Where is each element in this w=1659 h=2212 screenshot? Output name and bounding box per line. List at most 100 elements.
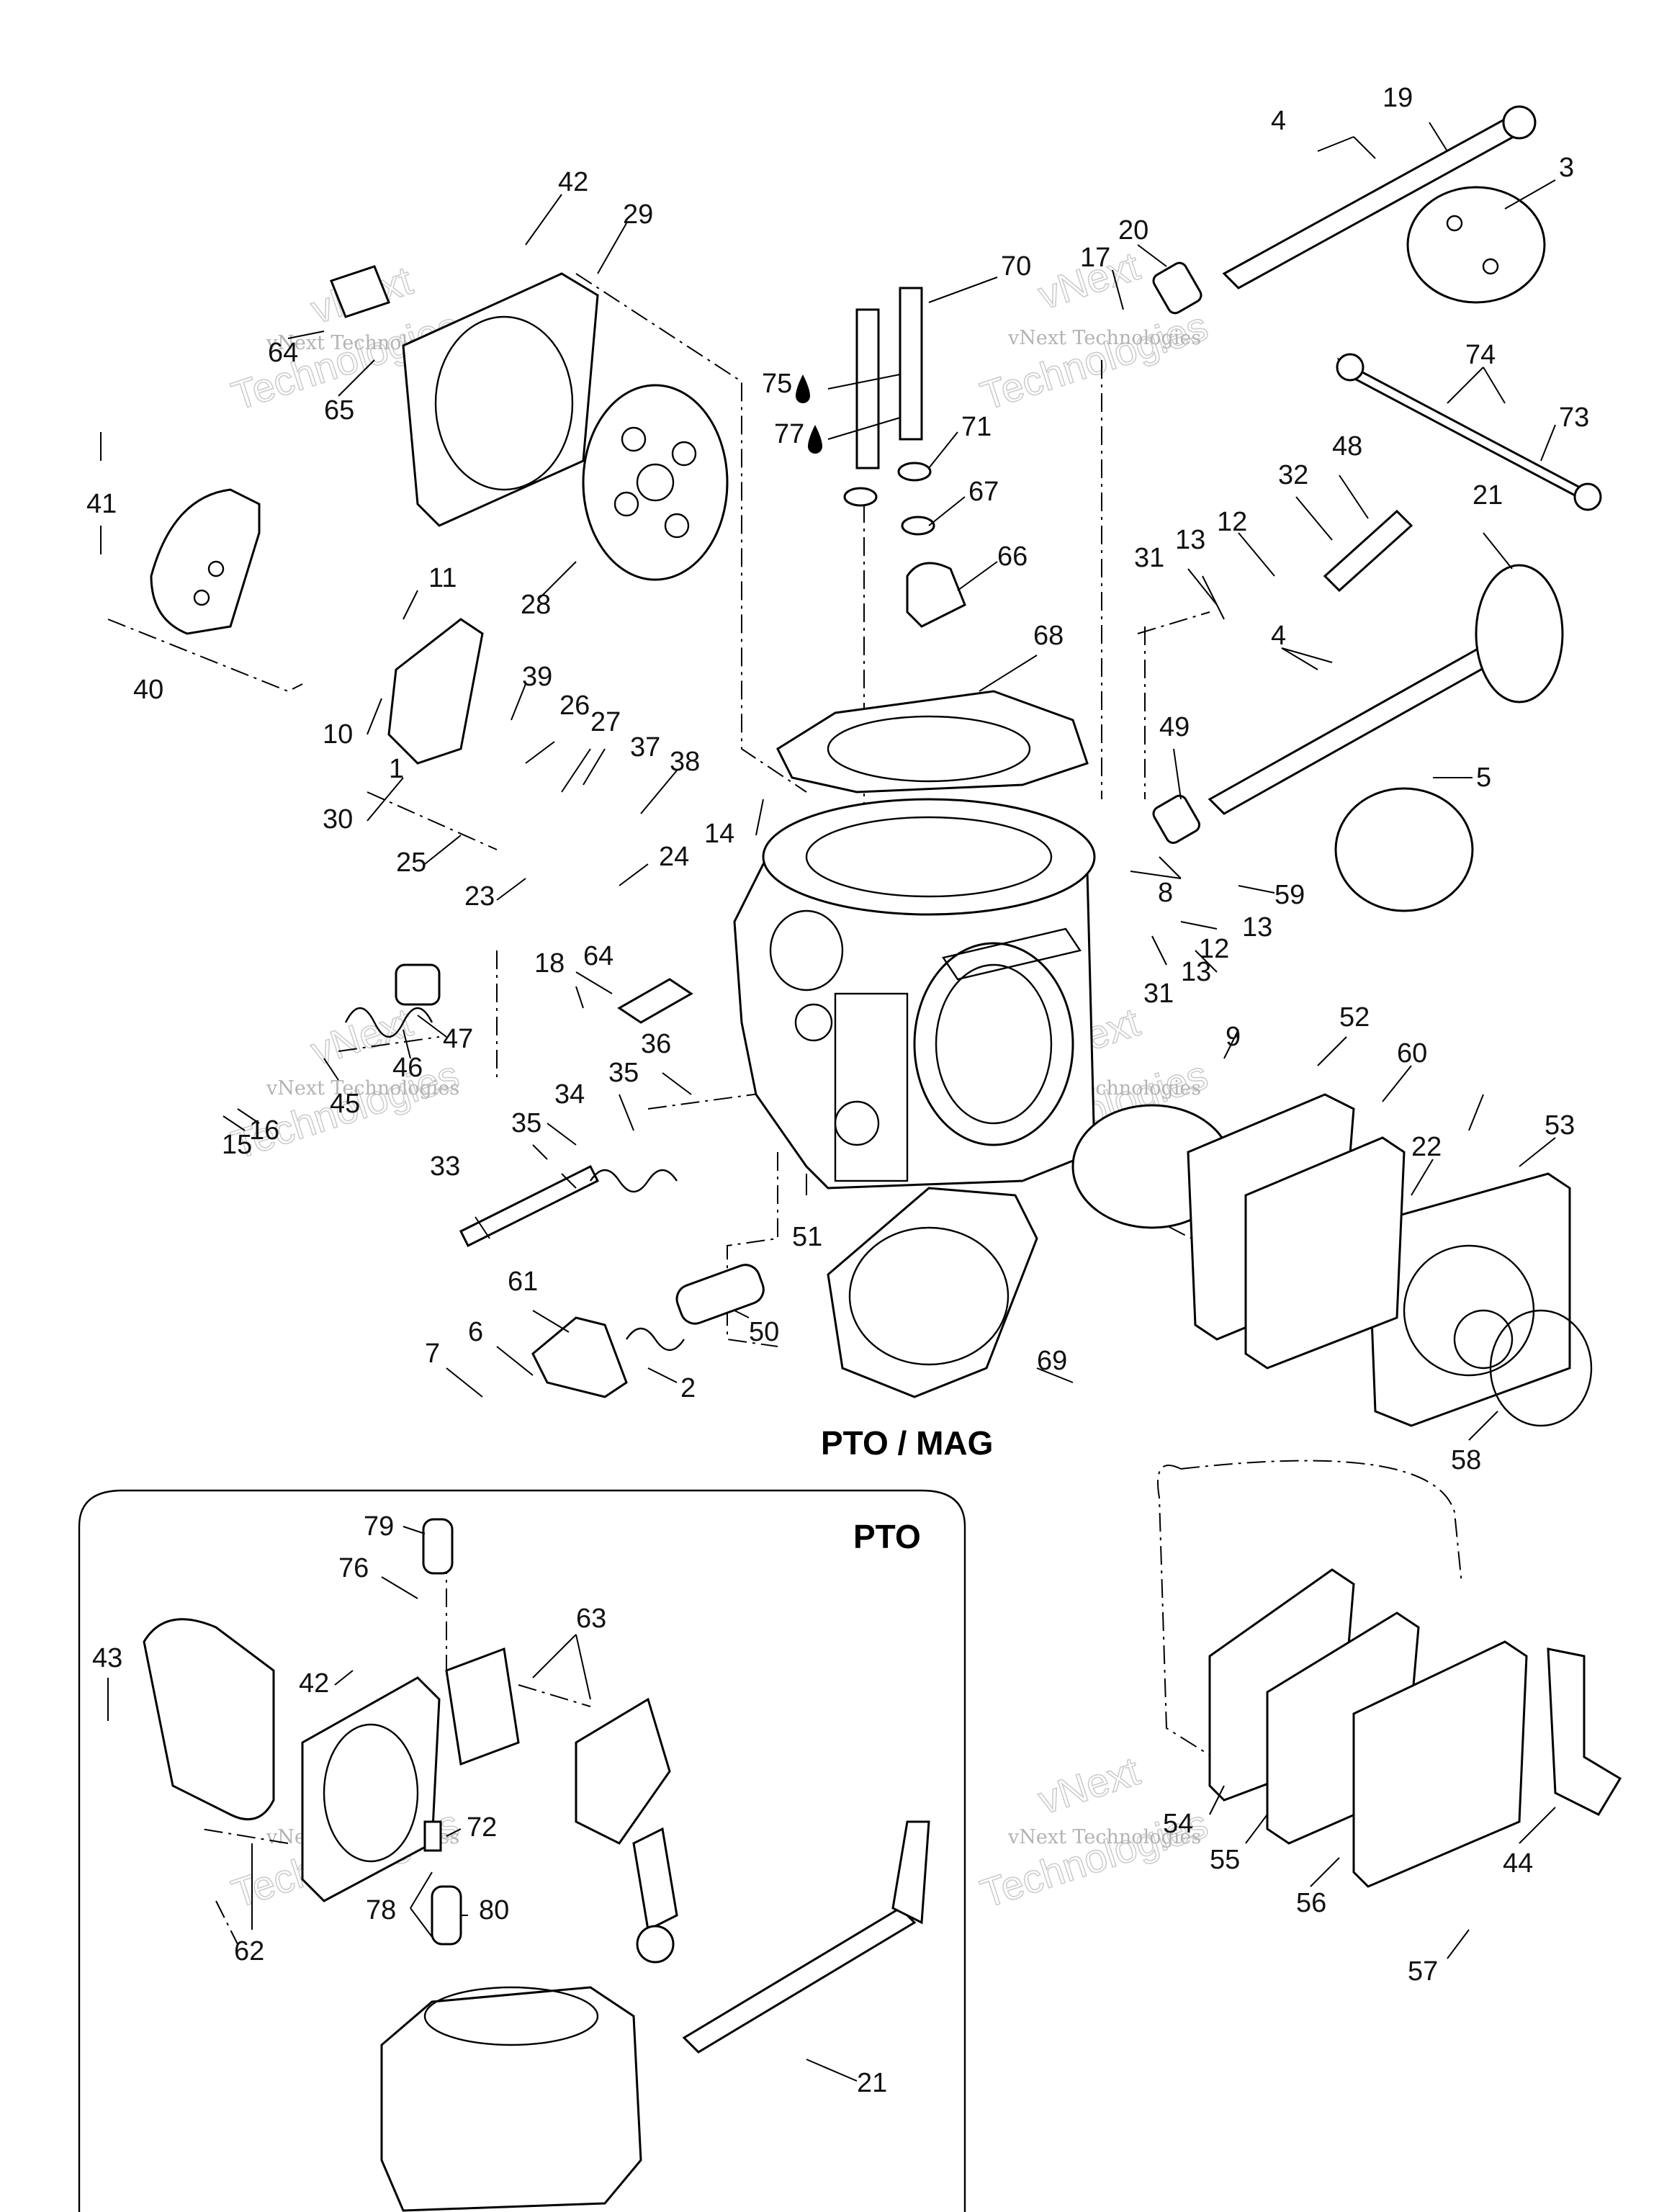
screw-33: [459, 1164, 600, 1248]
callout-63: 63: [576, 1604, 606, 1634]
screw-70: [899, 287, 923, 441]
bracket-64-top: [330, 265, 390, 318]
callout-51: 51: [792, 1222, 822, 1252]
callout-13: 13: [1175, 525, 1205, 555]
callout-55: 55: [1210, 1845, 1240, 1875]
callout-46: 46: [392, 1053, 423, 1083]
plate-5: [1334, 787, 1474, 912]
callout-6: 6: [468, 1317, 483, 1347]
tube-80: [431, 1885, 462, 1946]
callout-59: 59: [1274, 880, 1305, 910]
callout-61: 61: [508, 1267, 538, 1297]
callout-65: 65: [324, 395, 354, 426]
inset-frame: [78, 1489, 966, 2212]
callout-53: 53: [1545, 1110, 1575, 1141]
cover-pto: [301, 1676, 441, 1902]
watermark-small: vNext Technologies: [266, 1077, 459, 1100]
link-74: [1336, 357, 1594, 507]
leader-lines: [100, 122, 1556, 2082]
callout-39: 39: [522, 662, 552, 692]
callout-8: 8: [1158, 878, 1173, 908]
lever-40: [150, 488, 261, 635]
watermark-big-word: Technologies: [975, 302, 1213, 418]
needle-32: [1323, 509, 1413, 593]
callout-10: 10: [323, 719, 353, 750]
watermark-small: vNext Technologies: [1007, 327, 1201, 349]
cover-56: [1352, 1640, 1528, 1888]
spring-46: [344, 1007, 433, 1038]
callout-21-inset: 21: [857, 2068, 887, 2098]
callout-67: 67: [968, 477, 999, 507]
callout-12: 12: [1217, 507, 1247, 537]
callout-71: 71: [961, 412, 992, 442]
callout-29: 29: [623, 199, 653, 230]
callout-42-inset: 42: [299, 1668, 329, 1699]
callout-21: 21: [1473, 480, 1503, 511]
callout-74: 74: [1465, 340, 1496, 370]
clamp-66: [906, 562, 966, 628]
oil-drop-icon: [796, 374, 810, 403]
parts: [143, 105, 1622, 2212]
bushing-49: [1152, 794, 1200, 844]
gasket-68: [776, 690, 1089, 793]
callout-42: 42: [558, 167, 588, 197]
tube-72: [423, 1820, 442, 1852]
callout-47: 47: [443, 1024, 473, 1054]
bushing-20: [1152, 261, 1202, 315]
callout-9: 9: [1226, 1022, 1241, 1052]
callout-70: 70: [1001, 251, 1031, 282]
callout-20: 20: [1118, 215, 1148, 246]
callout-64: 64: [268, 338, 298, 368]
bracket-44: [1547, 1647, 1622, 1816]
oil-drop-icon: [808, 425, 822, 454]
section-label-pto-mag: PTO / MAG: [821, 1424, 993, 1462]
callout-23: 23: [464, 881, 495, 912]
callout-27: 27: [590, 707, 621, 737]
callout-45: 45: [330, 1089, 360, 1119]
callout-58: 58: [1451, 1445, 1481, 1475]
callout-52: 52: [1339, 1002, 1370, 1033]
callout-24: 24: [659, 842, 689, 872]
pump-63: [445, 1647, 520, 1766]
shaft-21-inset: [682, 1907, 917, 2054]
spring-2: [626, 1327, 685, 1352]
lever-21: [1475, 564, 1564, 703]
callout-80: 80: [479, 1895, 509, 1925]
callout-48: 48: [1332, 431, 1362, 462]
callout-72: 72: [467, 1812, 497, 1843]
callout-43: 43: [92, 1643, 122, 1673]
callout-17: 17: [1080, 243, 1110, 273]
callout-7: 7: [425, 1339, 440, 1369]
callout-16: 16: [249, 1115, 279, 1146]
callout-3: 3: [1559, 153, 1574, 183]
callout-19: 19: [1382, 83, 1413, 113]
callout-33: 33: [430, 1151, 460, 1182]
callout-1: 1: [389, 754, 404, 784]
callout-37: 37: [630, 732, 660, 763]
sleeve-47: [395, 963, 441, 1006]
callout-35: 35: [608, 1058, 639, 1088]
callout-13-lower: 13: [1181, 957, 1211, 987]
callout-5: 5: [1476, 763, 1491, 793]
callout-26: 26: [559, 691, 590, 721]
lever-21-inset: [891, 1820, 930, 1925]
callout-54: 54: [1163, 1809, 1193, 1839]
plate-64: [617, 978, 693, 1024]
callout-56: 56: [1296, 1888, 1326, 1918]
callout-40: 40: [133, 675, 163, 705]
callout-14: 14: [704, 819, 734, 849]
callout-38: 38: [670, 747, 700, 777]
callout-60: 60: [1397, 1038, 1427, 1069]
callout-30: 30: [323, 804, 353, 835]
callout-50: 50: [749, 1317, 779, 1347]
callout-11: 11: [428, 563, 457, 593]
callout-32: 32: [1278, 460, 1308, 490]
callout-31: 31: [1134, 543, 1164, 573]
gasket-60: [1244, 1136, 1406, 1370]
gasket-69: [827, 1187, 1038, 1398]
callout-41: 41: [86, 489, 117, 519]
callout-4-lower: 4: [1271, 621, 1286, 651]
callout-75: 75: [762, 369, 792, 399]
watermark-big-word: vNext: [1033, 1748, 1145, 1822]
